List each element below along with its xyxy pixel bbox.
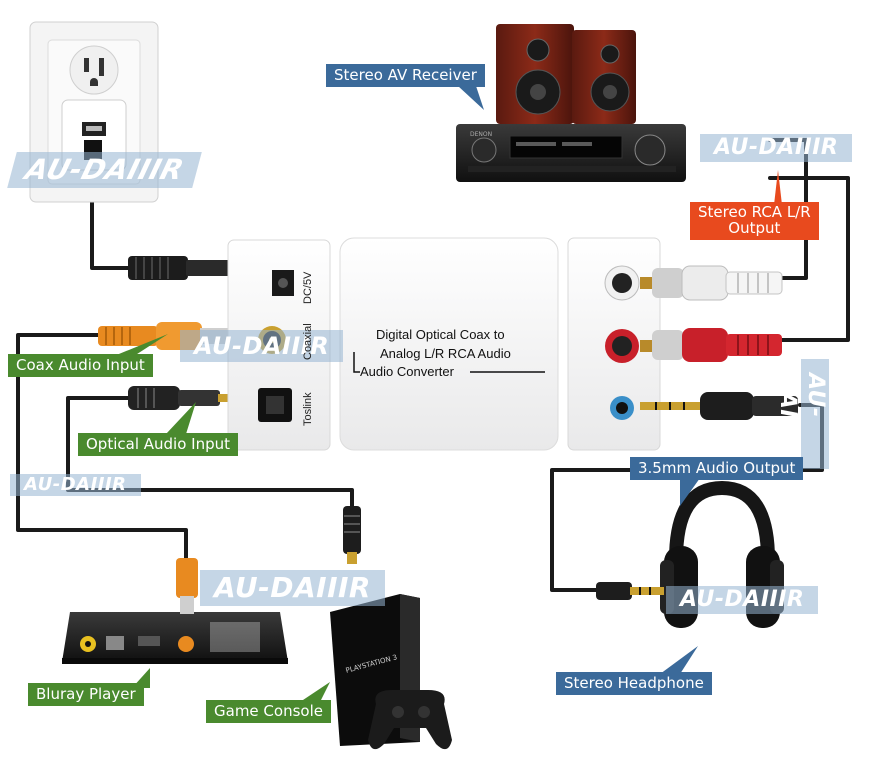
watermark-2: AU-DAIIIR [180,330,344,362]
av-receiver: DENON [456,124,686,182]
label-stereo-rca-output-line-1: Stereo RCA L/R [698,203,811,221]
watermark-3: AU-DAIIIR [10,474,141,496]
bluray-player-device [62,612,288,664]
watermark-1: AU-DAIIIR [7,152,202,188]
label-stereo-rca-output-line-2: Output [728,218,781,237]
speakers [496,24,636,124]
converter-title-line-3: Audio Converter [360,364,454,379]
converter-title-line-1: Digital Optical Coax to [376,327,505,342]
converter-right-panel [567,237,661,451]
optical-plug [128,386,236,410]
converter-title-line-2: Analog L/R RCA Audio [380,346,511,361]
label-optical-audio-input: Optical Audio Input [78,433,238,456]
converter-center-panel [339,237,559,451]
rca-white-plug [640,265,783,301]
rca-red-plug [640,328,782,362]
coax-cable [16,333,188,587]
watermark-4: AU-DAIIIR [200,570,385,606]
watermark-5: AU-DAIIIR [700,134,853,162]
rca-red-cable [768,176,850,342]
watermark-6: AU-DAIIIR [666,586,819,614]
receiver-brand: DENON [470,131,492,138]
bluray-rca-plug [176,558,198,614]
console-optical-plug [343,506,361,564]
plug-35mm [640,392,798,420]
port-label-dc: DC/5V [302,271,314,304]
label-35mm-audio-output: 3.5mm Audio Output [630,457,804,480]
port-label-coaxial: Coaxial [302,323,314,360]
label-stereo-headphone: Stereo Headphone [556,672,712,695]
headphone-35mm-plug [596,582,664,600]
label-coax-audio-input: Coax Audio Input [8,354,153,377]
dc-power-plug [128,256,242,280]
label-stereo-rca-output: Stereo RCA L/R Output [690,202,819,240]
game-controller-icon [368,690,452,750]
label-game-console: Game Console [206,700,331,723]
port-label-toslink: Toslink [302,392,314,426]
wall-outlet [29,21,159,203]
label-bluray-player: Bluray Player [28,683,144,706]
label-stereo-av-receiver: Stereo AV Receiver [326,64,485,87]
watermark-7: AU-DAIIIR [775,359,829,469]
